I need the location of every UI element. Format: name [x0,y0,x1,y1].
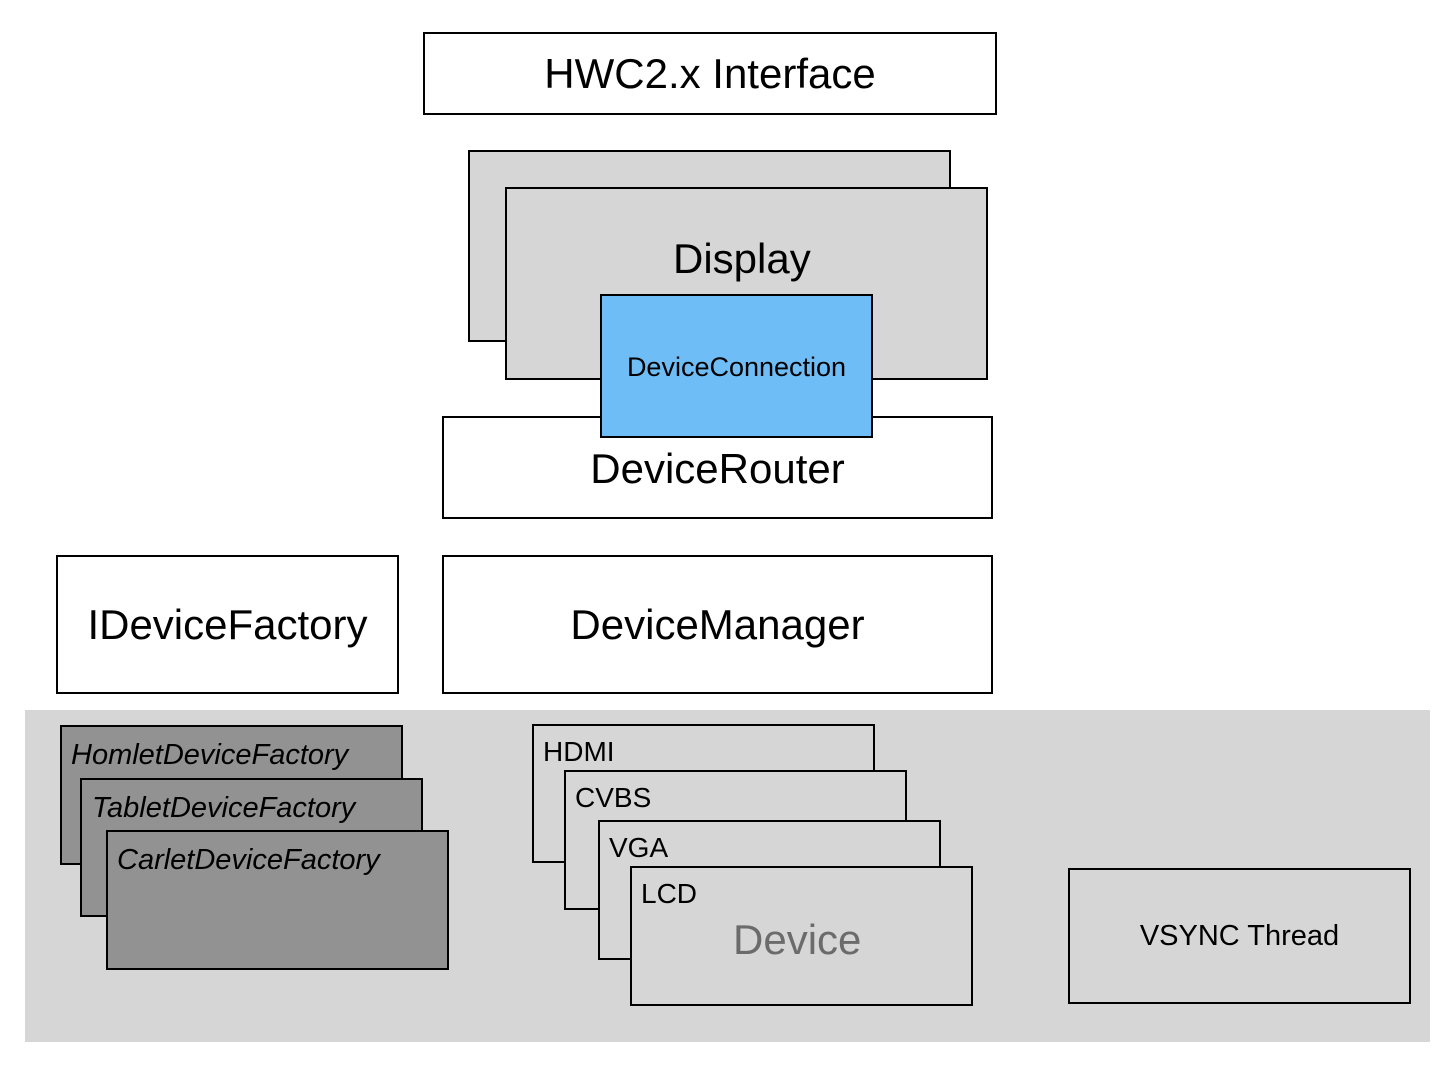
idevice-factory-label: IDeviceFactory [87,600,368,648]
carlet-device-factory-label: CarletDeviceFactory [117,844,380,876]
carlet-device-factory-box: CarletDeviceFactory [106,830,449,970]
device-router-label: DeviceRouter [590,444,845,492]
vsync-thread-label: VSYNC Thread [1139,919,1340,952]
hdmi-device-label: HDMI [543,736,615,767]
device-manager-label: DeviceManager [570,600,865,648]
hwc-interface-box: HWC2.x Interface [423,32,997,115]
hwc-interface-label: HWC2.x Interface [544,49,876,97]
lcd-device-box: LCD Device [630,866,973,1006]
tablet-device-factory-label: TabletDeviceFactory [92,792,356,824]
device-manager-box: DeviceManager [442,555,993,694]
device-connection-box: DeviceConnection [600,294,873,438]
vga-device-label: VGA [609,832,669,863]
device-connection-label: DeviceConnection [626,351,847,382]
display-label: Display [673,235,811,282]
lcd-device-label: LCD [641,878,698,909]
cvbs-device-label: CVBS [575,782,652,813]
homlet-device-factory-label: HomletDeviceFactory [71,739,349,771]
vsync-thread-box: VSYNC Thread [1068,868,1411,1004]
device-group-label: Device [733,916,862,963]
idevice-factory-box: IDeviceFactory [56,555,399,694]
